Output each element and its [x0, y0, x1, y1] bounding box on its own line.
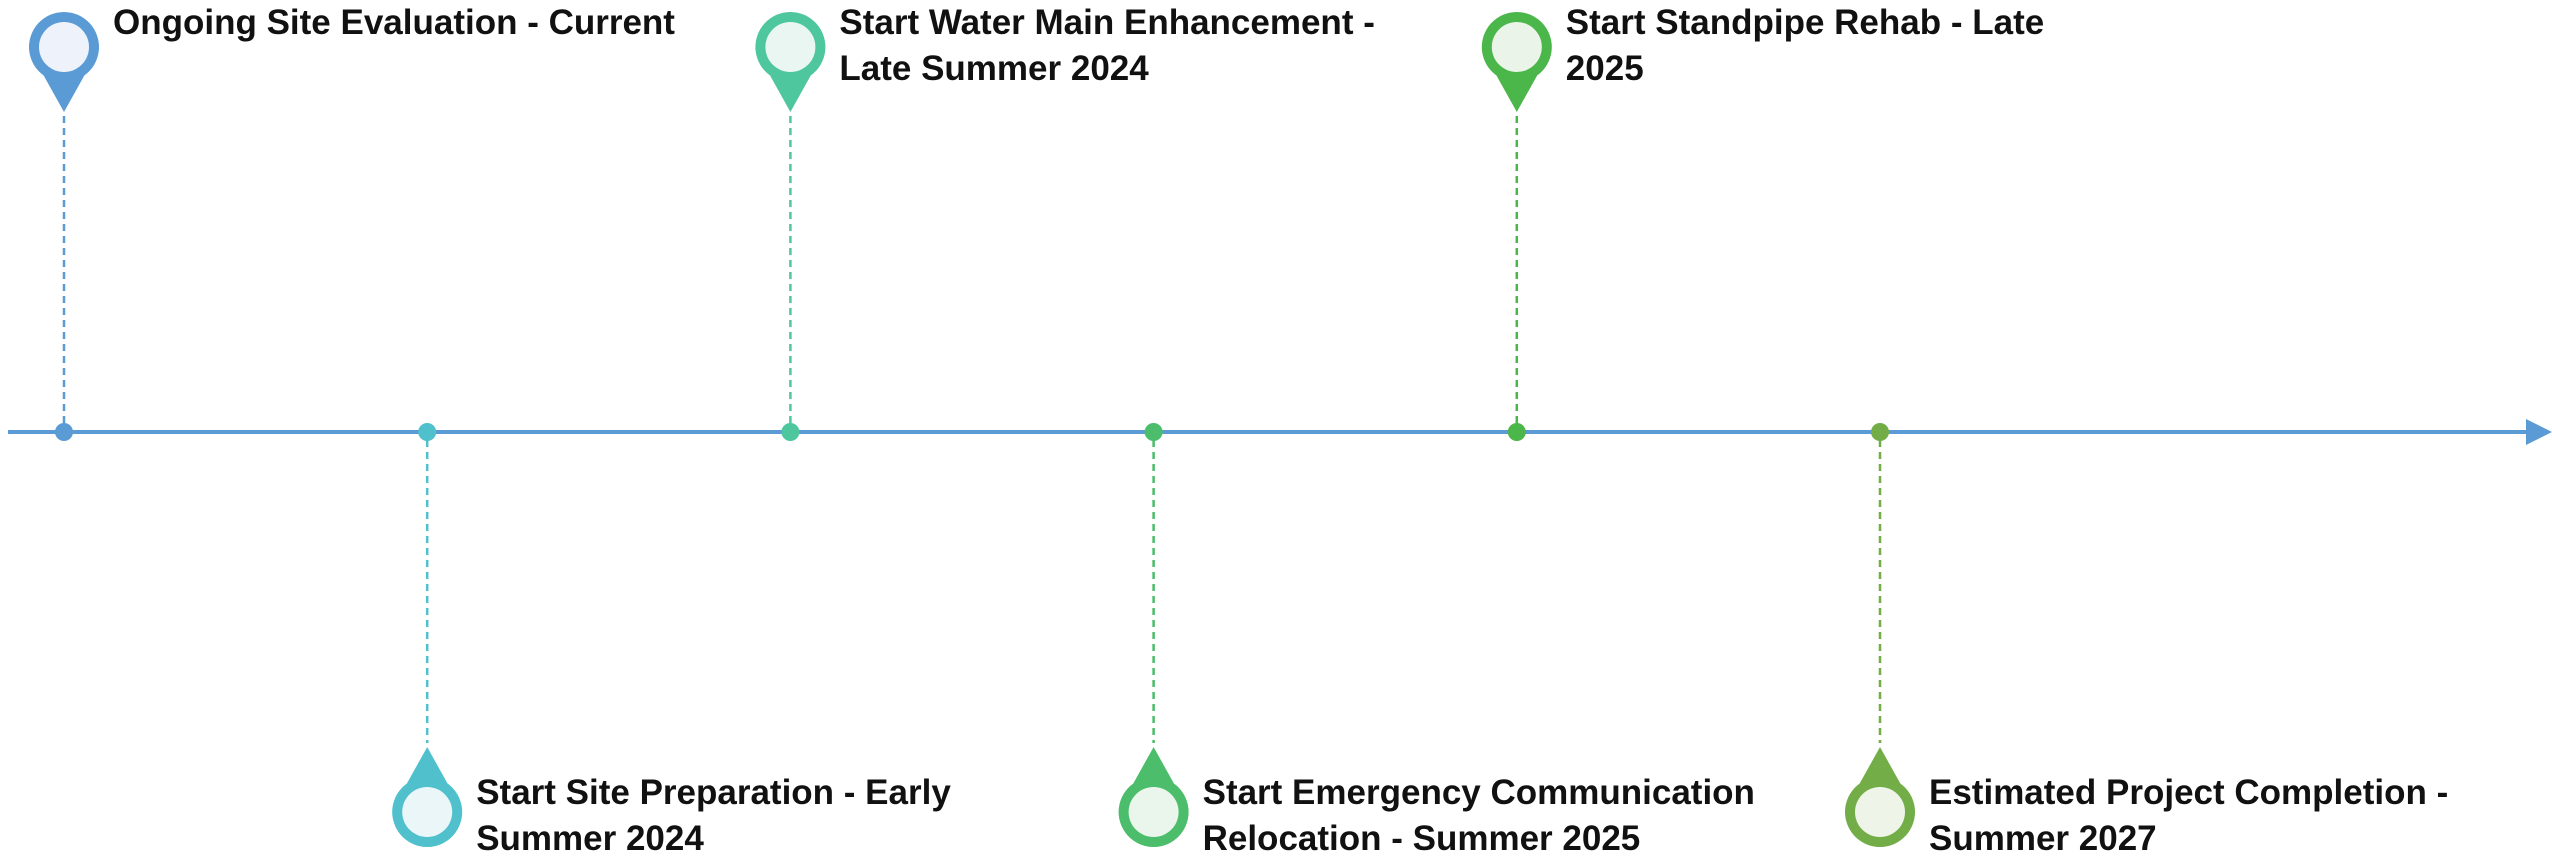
milestone-label: Start Water Main Enhancement - Late Summe…: [839, 0, 1374, 92]
axis-dot: [1144, 423, 1163, 441]
milestone-label-line: Start Site Preparation - Early: [476, 773, 951, 812]
milestone-group: [28, 11, 1915, 848]
pin-inner-circle: [402, 787, 453, 837]
axis-dot: [781, 423, 800, 441]
milestone-label-line: Estimated Project Completion -: [1929, 773, 2449, 812]
timeline-arrowhead: [2526, 419, 2552, 445]
milestone-label-line: Late Summer 2024: [839, 49, 1149, 88]
pin-inner-circle: [1491, 22, 1542, 72]
milestone-label: Estimated Project Completion - Summer 202…: [1929, 770, 2448, 862]
milestone-label-line: Summer 2024: [476, 819, 704, 858]
milestone-label-line: 2025: [1565, 49, 1644, 88]
pin-inner-circle: [765, 22, 816, 72]
milestone-label-line: Summer 2027: [1929, 819, 2157, 858]
milestone-label: Start Standpipe Rehab - Late 2025: [1566, 0, 2044, 92]
milestone-label-line: Start Water Main Enhancement -: [839, 3, 1375, 42]
axis-dot: [418, 423, 437, 441]
axis-dot: [55, 423, 73, 441]
milestone-label-line: Relocation - Summer 2025: [1202, 819, 1641, 858]
axis-dot: [1507, 423, 1526, 441]
milestone-label-line: Start Standpipe Rehab - Late: [1565, 3, 2045, 42]
pin-inner-circle: [39, 22, 89, 72]
pin-inner-circle: [1128, 787, 1179, 837]
pin-inner-circle: [1855, 787, 1905, 837]
milestone-label: Ongoing Site Evaluation - Current: [113, 0, 675, 46]
milestone-label-line: Start Emergency Communication: [1202, 773, 1755, 812]
milestone-label-line: Ongoing Site Evaluation - Current: [113, 3, 675, 42]
axis-dot: [1871, 423, 1889, 441]
